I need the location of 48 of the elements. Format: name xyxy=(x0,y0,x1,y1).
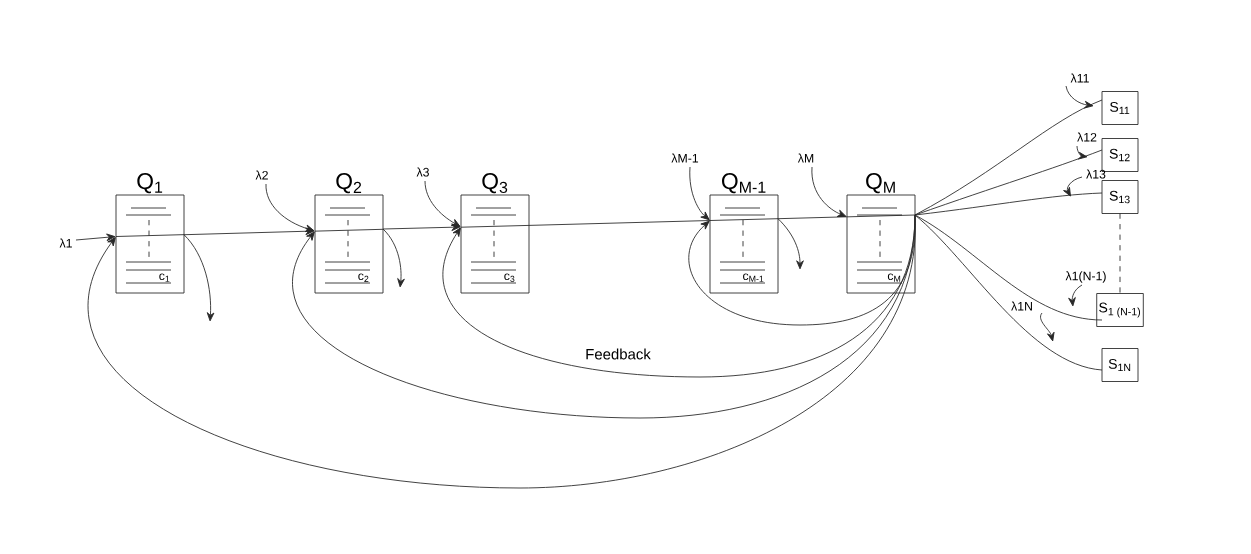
arrow xyxy=(1063,176,1083,197)
queue-label: Q$_{3}$ xyxy=(482,173,508,194)
arrival-rate-label: λ13 xyxy=(1086,169,1106,179)
arrow xyxy=(87,214,916,489)
arrival-rate-label: λM-1 xyxy=(671,153,699,163)
arrow xyxy=(183,234,215,322)
queue-label: Q$_{M}$ xyxy=(866,173,895,194)
arrow xyxy=(1068,284,1083,307)
queue-box: c$_{2}$ xyxy=(314,194,384,294)
connector-line xyxy=(528,220,711,226)
arrow xyxy=(382,228,405,288)
server-box: S$_{13}$ xyxy=(1101,180,1139,214)
arrow xyxy=(424,180,461,227)
queue-label: Q$_{M-1}$ xyxy=(722,173,766,194)
arrival-rate-label: λ3 xyxy=(416,167,429,177)
arrow xyxy=(1076,145,1088,160)
connector-line xyxy=(914,99,1103,216)
arrival-rate-label: λM xyxy=(797,153,814,163)
arrow xyxy=(265,183,315,233)
server-box: S$_{1N}$ xyxy=(1101,348,1139,382)
arrival-rate-label: λ1 xyxy=(59,238,72,248)
arrival-rate-label: λ11 xyxy=(1070,73,1089,83)
connector-line xyxy=(914,149,1103,216)
server-box: S$_{1 (N-1)}$ xyxy=(1096,293,1144,327)
arrow xyxy=(183,227,315,236)
arrival-rate-label: λ12 xyxy=(1077,132,1097,142)
edge-label: Feedback xyxy=(583,346,653,362)
queue-box: c$_{M}$ xyxy=(846,194,916,294)
arrow xyxy=(75,233,116,242)
connector-line xyxy=(914,214,1103,371)
connector-line xyxy=(914,192,1103,216)
queue-box: c$_{3}$ xyxy=(460,194,530,294)
queue-label: Q$_{1}$ xyxy=(137,173,163,194)
arrow xyxy=(1040,312,1055,342)
arrow xyxy=(382,223,461,232)
arrow xyxy=(1065,85,1094,109)
arrow xyxy=(689,166,710,221)
dashed-line xyxy=(1119,213,1121,294)
arrival-rate-label: λ2 xyxy=(255,170,268,180)
connector-line xyxy=(777,216,848,220)
queue-box: c$_{1}$ xyxy=(115,194,185,294)
server-box: S$_{11}$ xyxy=(1101,91,1139,125)
queue-label: Q$_{2}$ xyxy=(336,173,362,194)
arrival-rate-label: λ1(N-1) xyxy=(1065,271,1106,283)
queue-box: c$_{M-1}$ xyxy=(709,194,779,294)
arrow xyxy=(777,218,804,270)
arrow xyxy=(811,166,847,217)
arrival-rate-label: λ1N xyxy=(1011,301,1032,311)
